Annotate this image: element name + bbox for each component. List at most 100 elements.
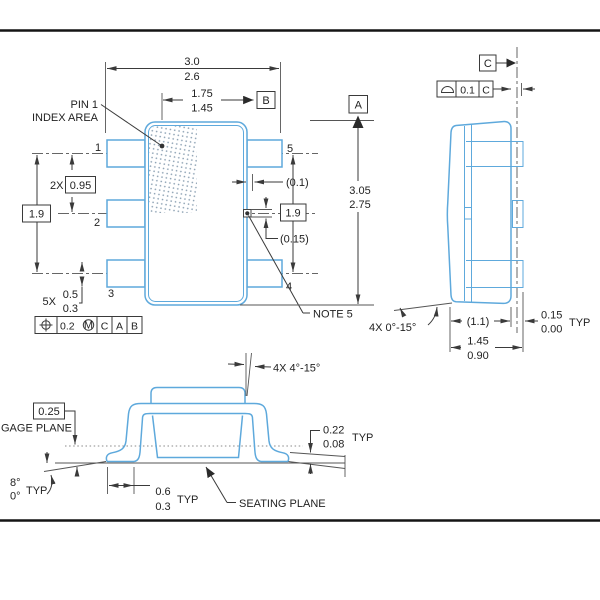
pin1-callout-line1: PIN 1 <box>70 99 98 111</box>
profile-datum: C <box>482 85 490 97</box>
draft-angle-value: 4X 4°-15° <box>273 363 320 375</box>
lead-5 <box>246 139 283 168</box>
dim-lead-angle: 4X 0°-15° <box>369 302 453 334</box>
front-leads <box>106 139 283 288</box>
span-left-box <box>22 204 51 223</box>
pin-number-2: 2 <box>94 217 100 229</box>
front-view: 1 2 3 4 5 3.0 2.6 1.75 1.45 B PIN 1 I <box>22 56 374 334</box>
side-leads <box>466 141 524 288</box>
lead-2 <box>106 199 146 228</box>
page-border-lines <box>0 29 600 522</box>
lead-width-prefix: 5X <box>43 296 57 308</box>
dim-side-overall: 1.45 0.90 <box>451 336 522 362</box>
profile-tolerance: 0.1 <box>460 85 475 97</box>
dim-span-right: 1.9 <box>280 155 307 272</box>
dim-gage-plane: 0.25 GAGE PLANE <box>1 402 78 445</box>
note5-dot <box>245 211 250 216</box>
overall-width-max: 3.0 <box>184 56 199 68</box>
span-right-value: 1.9 <box>285 208 300 220</box>
side-view: C 0.1 C <box>369 47 590 362</box>
fcf-tolerance: 0.2 <box>60 321 75 333</box>
pitch-value: 0.95 <box>70 180 91 192</box>
dim-standoff: 0.15 0.00 TYP <box>522 292 590 352</box>
pitch-box <box>65 176 96 194</box>
flash-ref-value: (0.1) <box>286 177 309 189</box>
dim-side-width-ref: (1.1) <box>449 307 512 352</box>
foot-length-max: 0.6 <box>155 486 170 498</box>
foot-angle-min: 0° <box>10 491 21 503</box>
pin1-index-callout: PIN 1 INDEX AREA <box>32 99 165 149</box>
datum-a-box <box>348 95 368 114</box>
datum-c-label: C <box>484 58 492 70</box>
seating-plane-label: SEATING PLANE <box>239 498 326 510</box>
fcf-profile: 0.1 C <box>436 80 535 98</box>
standoff-max: 0.15 <box>541 310 562 322</box>
detail-body <box>150 386 246 459</box>
overall-width-min: 2.6 <box>184 71 199 83</box>
lead-thickness-min: 0.08 <box>323 439 344 451</box>
profile-surface-symbol-icon <box>440 86 455 93</box>
foot-length-min: 0.3 <box>155 501 170 513</box>
seating-plane-callout: SEATING PLANE <box>205 466 326 510</box>
height-min: 2.75 <box>349 199 370 211</box>
note5-label: NOTE 5 <box>313 309 353 321</box>
dim-pitch: 2X 0.95 <box>50 155 96 212</box>
datum-c-arrow <box>506 58 516 68</box>
side-overall-min: 0.90 <box>467 350 488 362</box>
dim-overall-width: 3.0 2.6 <box>105 56 281 133</box>
span-left-value: 1.9 <box>29 209 44 221</box>
body-width-max: 1.75 <box>191 88 212 100</box>
side-body <box>446 120 512 305</box>
lead-thickness-typ: TYP <box>352 432 373 444</box>
fcf-datum-2: A <box>116 321 123 333</box>
gage-value: 0.25 <box>38 406 59 418</box>
dim-lead-width: 0.5 0.3 5X <box>43 262 85 315</box>
body-width-min: 1.45 <box>191 103 212 115</box>
dim-draft-angle: 4X 4°-15° <box>227 352 320 397</box>
side-overall-max: 1.45 <box>467 336 488 348</box>
dim-height: A 3.05 2.75 <box>240 95 374 306</box>
standoff-typ: TYP <box>569 317 590 329</box>
pin1-callout-line2: INDEX AREA <box>32 112 99 124</box>
foot-angle-typ: TYP <box>26 485 47 497</box>
datum-c: C <box>479 54 516 72</box>
dim-body-width: 1.75 1.45 B <box>161 88 276 120</box>
lead-angle-value: 4X 0°-15° <box>369 322 416 334</box>
pin-number-5: 5 <box>287 143 293 155</box>
dim-lead-thickness: 0.22 0.08 TYP <box>308 425 373 474</box>
lead-width-min: 0.3 <box>63 303 78 315</box>
pin-number-3: 3 <box>108 288 114 300</box>
span-right-box <box>280 203 307 222</box>
position-symbol-icon <box>39 318 53 332</box>
pitch-prefix: 2X <box>50 180 64 192</box>
leader-dot <box>159 143 165 149</box>
gage-plane-label: GAGE PLANE <box>1 423 72 435</box>
fcf-datum-3: B <box>131 321 138 333</box>
dim-foot-angle: 8° 0° TYP <box>10 452 80 503</box>
fcf-datum-1: C <box>101 321 109 333</box>
foot-angle-max: 8° <box>10 477 21 489</box>
lead-thickness-max: 0.22 <box>323 425 344 437</box>
dim-span-left: 1.9 <box>22 155 51 272</box>
lead-1 <box>106 139 146 168</box>
foot-length-typ: TYP <box>177 494 198 506</box>
pin-number-1: 1 <box>95 142 101 154</box>
datum-a-arrow <box>352 115 364 128</box>
height-max: 3.05 <box>349 185 370 197</box>
lead-4 <box>246 259 283 288</box>
protrusion-ref-value: (0.15) <box>280 234 309 246</box>
detail-lead-band <box>105 402 290 463</box>
dim-foot-length: 0.6 0.3 TYP <box>107 467 198 513</box>
datum-a-label: A <box>355 100 363 112</box>
lead-3 <box>106 259 146 288</box>
fcf-position: 0.2 M C A B <box>34 316 143 334</box>
front-body <box>144 121 248 306</box>
lead-width-max: 0.5 <box>63 289 78 301</box>
mmc-modifier-icon <box>82 319 95 331</box>
detail-view: 4X 4°-15° 0.25 GAGE PLANE 8° 0° TYP 0.6 <box>1 352 373 513</box>
width-ref-value: (1.1) <box>467 316 490 328</box>
fcf-modifier: M <box>84 319 93 331</box>
datum-b-label: B <box>262 95 269 107</box>
